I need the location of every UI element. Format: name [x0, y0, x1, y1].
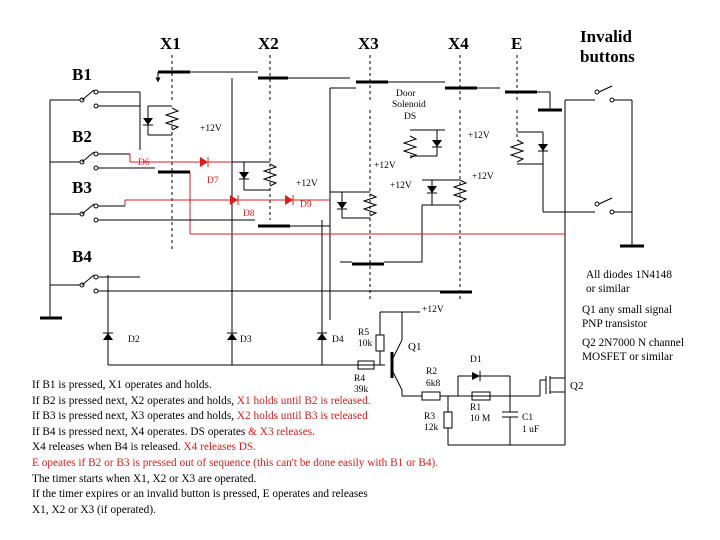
e-coil: +12V: [468, 131, 565, 213]
operation-notes: If B1 is pressed, X1 operates and holds.…: [32, 378, 512, 518]
relay-x1-label: X1: [160, 34, 181, 53]
d9-label: D9: [300, 200, 312, 210]
button-switches: [79, 89, 470, 294]
x3-supply-label: +12V: [390, 181, 412, 191]
note-line-5-red: X4 releases DS.: [183, 441, 256, 454]
r2-label: R2: [426, 367, 437, 377]
invalid-button-switches: [564, 85, 644, 400]
door-label-2: Solenoid: [392, 100, 426, 110]
r2-value: 6k8: [426, 379, 441, 389]
x1-supply-label: +12V: [200, 124, 222, 134]
note-line-4-red: & X3 releases.: [248, 425, 315, 438]
timer-circuit: +12V R5 10k R4 39k Q1 R2 6k8 R3 12k D1 R…: [354, 305, 583, 446]
d2-label: D2: [128, 335, 140, 345]
note-line-5: X4 releases when B4 is released. X4 rele…: [32, 440, 512, 456]
door-solenoid: Door Solenoid DS +12V: [374, 89, 445, 171]
x2-supply-label: +12V: [296, 179, 318, 189]
note-line-5-text: X4 releases when B4 is released.: [32, 441, 184, 454]
r1-value: 10 M: [470, 414, 491, 424]
r1-label: R1: [470, 403, 481, 413]
relay-x4-label: X4: [448, 34, 469, 53]
d4-label: D4: [332, 335, 344, 345]
ds-supply-label: +12V: [374, 161, 396, 171]
q1-spec-line-1: Q1 any small signal: [582, 304, 673, 316]
relay-bus-lines: [171, 55, 518, 300]
d7-label: D7: [207, 176, 219, 186]
note-line-2-red: X1 holds until B2 is released.: [236, 394, 371, 407]
x4-coil: +12V: [421, 172, 494, 262]
x2-coil: +12V: [231, 78, 318, 320]
d6-label: D6: [138, 158, 150, 168]
timer-supply-label: +12V: [422, 305, 444, 315]
note-line-2-text: If B2 is pressed next, X2 operates and h…: [32, 394, 237, 407]
door-label-1: Door: [396, 89, 416, 99]
note-line-4: If B4 is pressed next, X4 operates. DS o…: [32, 425, 512, 441]
note-line-3-red: X2 holds until B3 is released: [236, 410, 368, 423]
q2-label: Q2: [570, 380, 583, 392]
x3-coil: +12V: [329, 87, 412, 320]
invalid-buttons-label-2: buttons: [580, 47, 635, 66]
diode-spec-line-2: or similar: [586, 283, 630, 295]
note-line-4-text: If B4 is pressed next, X4 operates. DS o…: [32, 425, 249, 438]
d3-label: D3: [240, 335, 252, 345]
d8-label: D8: [243, 209, 255, 219]
r4-label: R4: [354, 374, 365, 384]
r5-label: R5: [358, 328, 369, 338]
q1-spec-line-2: PNP transistor: [582, 318, 648, 330]
q1-label: Q1: [408, 341, 421, 353]
invalid-buttons-label-1: Invalid: [580, 27, 633, 46]
relay-e-label: E: [511, 34, 522, 53]
r5-value: 10k: [358, 339, 373, 349]
c1-value: 1 uF: [522, 425, 539, 435]
button-b1-label: B1: [72, 65, 92, 84]
relay-contacts-top: [139, 70, 562, 112]
r3-label: R3: [424, 412, 435, 422]
x1-coil: +12V: [139, 105, 222, 150]
relay-x2-label: X2: [258, 34, 279, 53]
q2-spec-line-2: MOSFET or similar: [582, 351, 673, 363]
r3-value: 12k: [424, 423, 439, 433]
diode-spec-note: All diodes 1N4148 or similar: [586, 268, 672, 296]
r4-value: 39k: [354, 385, 369, 395]
note-line-6: E opeates if B2 or B3 is pressed out of …: [32, 456, 439, 469]
red-steering-diodes: D6 D7 D8 D9: [124, 154, 565, 235]
x4-supply-label: +12V: [472, 172, 494, 182]
relay-contacts-middle: [120, 167, 472, 294]
note-line-7: The timer starts when X1, X2 or X3 are o…: [32, 472, 257, 485]
note-line-2: If B2 is pressed next, X2 operates and h…: [32, 394, 512, 410]
button-b4-label: B4: [72, 247, 92, 266]
button-b2-label: B2: [72, 127, 92, 146]
relay-x3-label: X3: [358, 34, 379, 53]
note-line-8: If the timer expires or an invalid butto…: [32, 488, 368, 501]
q1-spec-note: Q1 any small signal PNP transistor: [582, 303, 672, 331]
note-line-9: X1, X2 or X3 (if operated).: [32, 503, 156, 516]
d1-label: D1: [470, 355, 482, 365]
c1-label: C1: [522, 413, 533, 423]
note-line-3-text: If B3 is pressed next, X3 operates and h…: [32, 410, 237, 423]
note-line-3: If B3 is pressed next, X3 operates and h…: [32, 409, 512, 425]
e-supply-label: +12V: [468, 131, 490, 141]
q2-spec-note: Q2 2N7000 N channel MOSFET or similar: [582, 336, 684, 364]
note-line-1: If B1 is pressed, X1 operates and holds.: [32, 379, 212, 391]
door-label-3: DS: [404, 112, 416, 122]
diode-spec-line-1: All diodes 1N4148: [586, 269, 672, 281]
button-b3-label: B3: [72, 178, 92, 197]
bottom-diodes: D2 D3 D4: [103, 220, 365, 366]
left-rail: [40, 99, 80, 320]
q2-spec-line-1: Q2 2N7000 N channel: [582, 337, 684, 349]
